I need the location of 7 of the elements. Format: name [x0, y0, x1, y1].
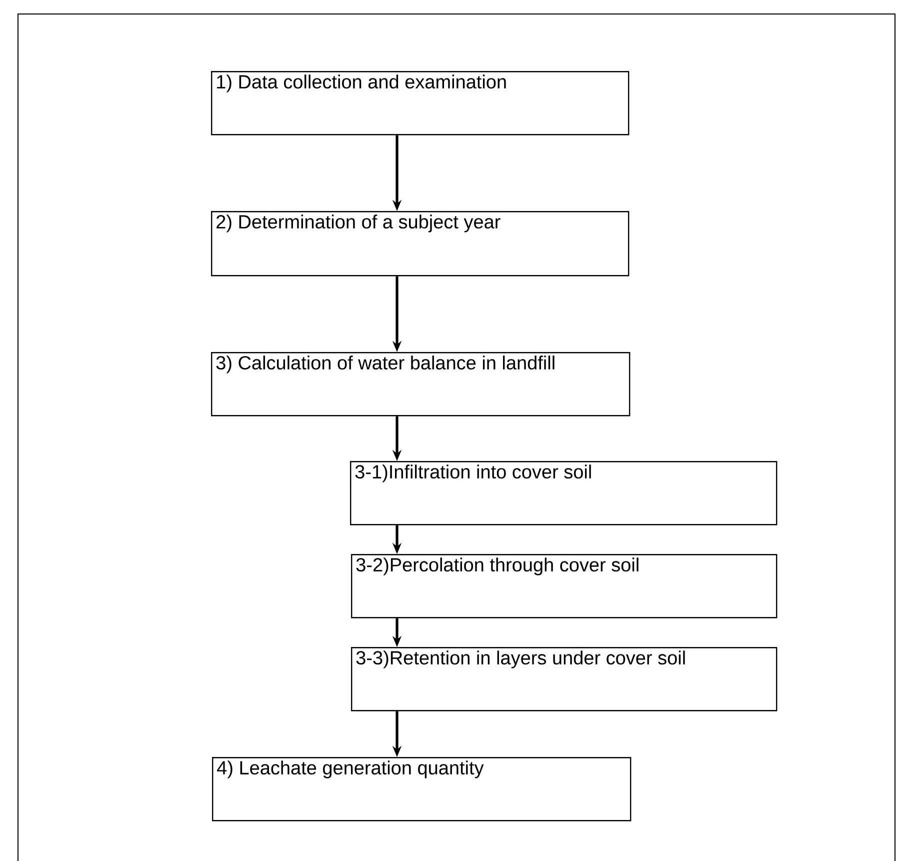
step-box: 3-2)Percolation through cover soil: [351, 554, 778, 618]
step-box: 1) Data collection and examination: [211, 71, 630, 136]
step-box: 2) Determination of a subject year: [211, 211, 630, 276]
step-box: 3-1)Infiltration into cover soil: [350, 461, 778, 526]
step-box: 3) Calculation of water balance in landfill: [211, 352, 630, 416]
step-box: 3-3)Retention in layers under cover soil: [351, 647, 778, 712]
step-box: 4) Leachate generation quantity: [212, 757, 632, 822]
